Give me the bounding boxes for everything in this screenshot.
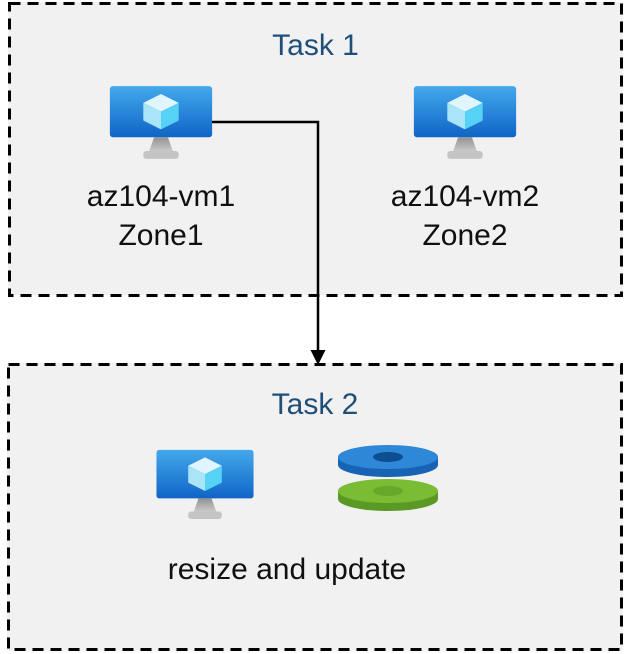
disks-icon: [338, 445, 438, 511]
vm1-zone: Zone1: [118, 219, 204, 252]
vm1-name: az104-vm1: [86, 180, 236, 213]
vm1-group: az104-vm1 Zone1: [55, 82, 267, 255]
vm1-label: az104-vm1 Zone1: [55, 177, 267, 255]
virtual-machine-icon: [413, 86, 517, 159]
vm2-group: az104-vm2 Zone2: [359, 82, 571, 255]
virtual-machine-icon: [156, 449, 254, 519]
vm2-label: az104-vm2 Zone2: [359, 177, 571, 255]
vm2-name: az104-vm2: [390, 180, 540, 213]
vm2-zone: Zone2: [422, 219, 508, 252]
task2-title: Task 2: [271, 388, 359, 421]
task2-caption: resize and update: [167, 553, 407, 586]
virtual-machine-icon: [109, 86, 213, 159]
task2-box: Task 2 resize and update: [7, 363, 623, 651]
task1-box: Task 1 az104-vm1 Zone1 az104-vm2 Zone2: [8, 2, 623, 295]
task1-title: Task 1: [272, 29, 359, 62]
